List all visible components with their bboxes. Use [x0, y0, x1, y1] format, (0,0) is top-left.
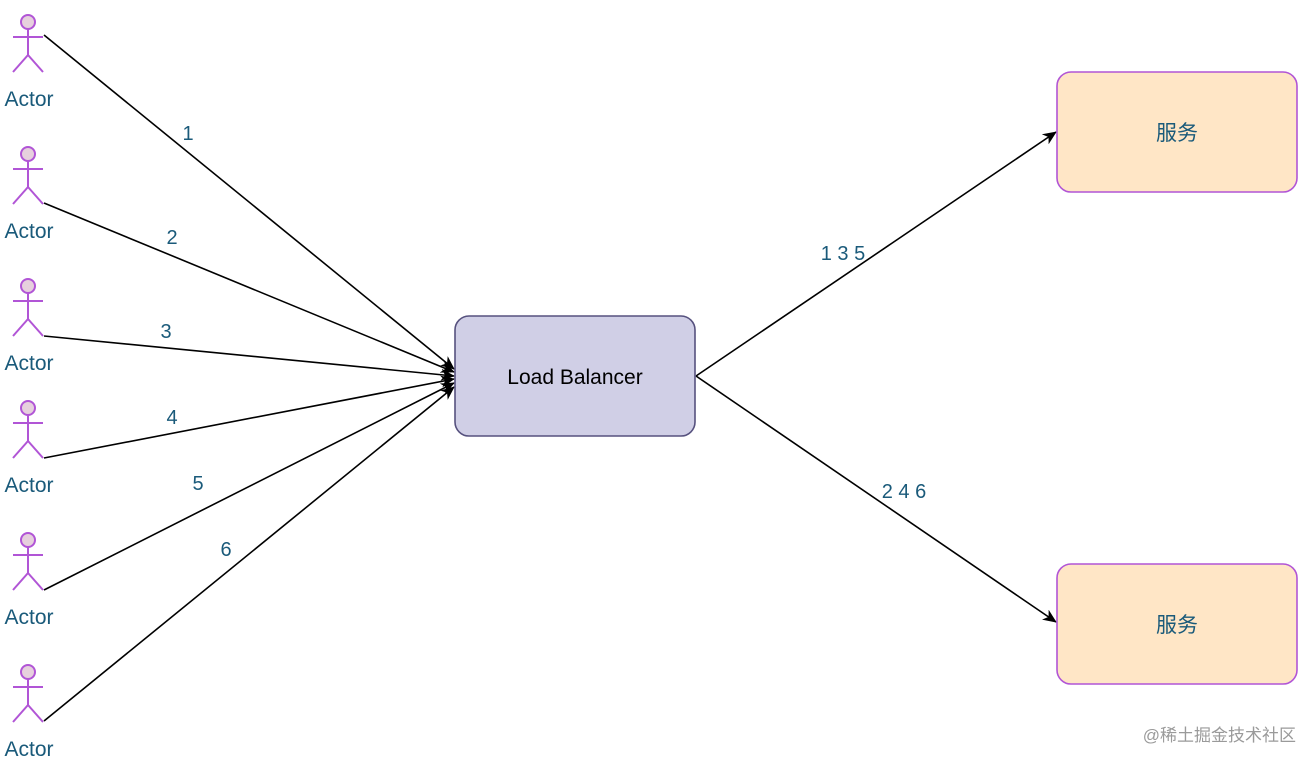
actor-label: Actor	[4, 220, 53, 243]
actor-label: Actor	[4, 606, 53, 629]
actor-leg-left	[12, 318, 29, 337]
actor-label: Actor	[4, 474, 53, 497]
actor-label: Actor	[4, 88, 53, 111]
edge-actor-3	[43, 335, 455, 381]
actor-1[interactable]: Actor	[4, 14, 54, 111]
actor-leg-right	[27, 440, 44, 459]
actor-head	[20, 400, 36, 416]
edge-actor-1	[43, 34, 455, 370]
edge-label-1: 1	[182, 123, 193, 145]
actor-edges	[43, 34, 455, 722]
service-edge-label-1: 1 3 5	[821, 243, 865, 265]
actor-leg-left	[12, 54, 29, 73]
service-label: 服务	[1156, 122, 1198, 145]
load-balancer-label: Load Balancer	[507, 366, 642, 389]
edge-actor-4	[43, 375, 455, 459]
actor-head	[20, 664, 36, 680]
service-edges	[695, 131, 1057, 623]
edge-actor-6	[43, 386, 455, 722]
actor-2[interactable]: Actor	[4, 146, 54, 243]
actor-leg-right	[27, 318, 44, 337]
service-edge-label-2: 2 4 6	[882, 481, 926, 503]
actor-head	[20, 278, 36, 294]
actor-3[interactable]: Actor	[4, 278, 54, 375]
actor-leg-right	[27, 186, 44, 205]
load-balancer-box	[454, 315, 696, 437]
service-box	[1056, 563, 1298, 685]
service-box	[1056, 71, 1298, 193]
actor-head	[20, 14, 36, 30]
actor-leg-right	[27, 704, 44, 723]
watermark: @稀土掘金技术社区	[1143, 726, 1296, 745]
edge-label-4: 4	[166, 407, 177, 429]
service-node-1[interactable]: 服务	[1056, 71, 1298, 193]
edge-label-5: 5	[192, 473, 203, 495]
load-balancer-node[interactable]: Load Balancer	[454, 315, 696, 437]
service-label: 服务	[1156, 614, 1198, 637]
actor-head	[20, 146, 36, 162]
edge-label-3: 3	[160, 321, 171, 343]
edge-label-2: 2	[166, 227, 177, 249]
actor-leg-left	[12, 704, 29, 723]
actor-leg-left	[12, 440, 29, 459]
actor-leg-right	[27, 572, 44, 591]
edge-service-1	[695, 131, 1057, 377]
actor-6[interactable]: Actor	[4, 664, 54, 761]
actor-5[interactable]: Actor	[4, 532, 54, 629]
actor-head	[20, 532, 36, 548]
edge-actor-5	[43, 382, 455, 591]
actor-leg-left	[12, 186, 29, 205]
actor-leg-right	[27, 54, 44, 73]
actor-4[interactable]: Actor	[4, 400, 54, 497]
edge-service-2	[695, 375, 1057, 623]
actor-edge-labels: 1 2 3 4 5 6	[160, 123, 231, 561]
actor-leg-left	[12, 572, 29, 591]
edge-actor-2	[43, 202, 455, 373]
actor-label: Actor	[4, 352, 53, 375]
actor-label: Actor	[4, 738, 53, 761]
edge-label-6: 6	[220, 539, 231, 561]
service-node-2[interactable]: 服务	[1056, 563, 1298, 685]
